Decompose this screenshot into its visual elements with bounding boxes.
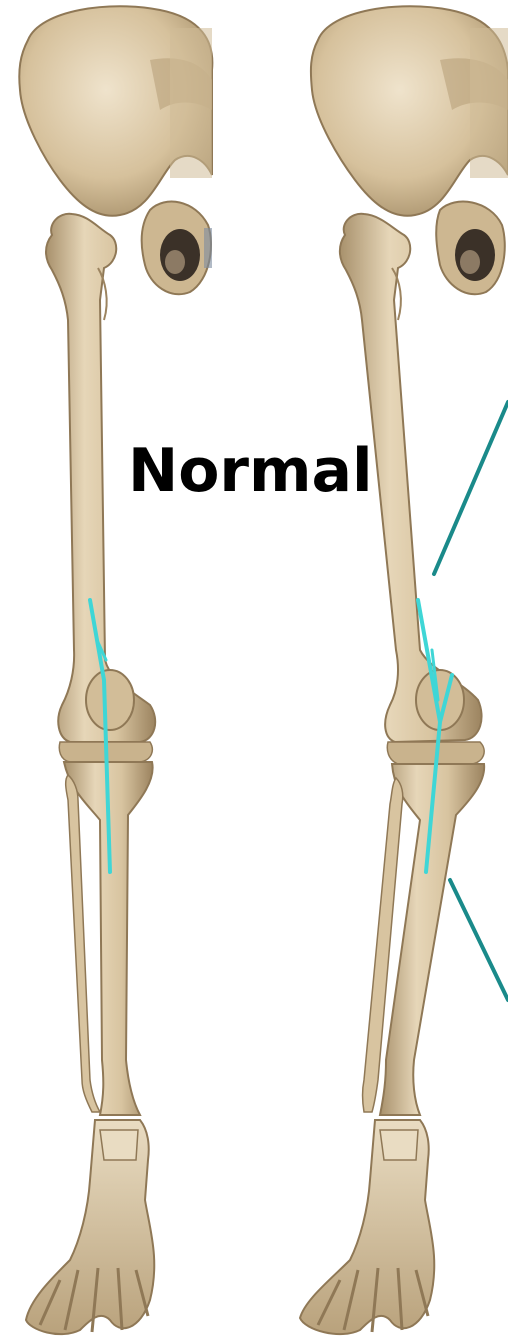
lower-pointer-line [450, 880, 508, 1000]
abnormal-tibia-fibula [363, 764, 485, 1115]
normal-leg-skeleton [19, 6, 212, 1334]
upper-pointer-line [434, 402, 508, 574]
normal-foot [26, 1120, 154, 1334]
abnormal-foot [300, 1120, 434, 1334]
abnormal-leg-skeleton [300, 6, 508, 1334]
normal-label: Normal [128, 436, 373, 506]
